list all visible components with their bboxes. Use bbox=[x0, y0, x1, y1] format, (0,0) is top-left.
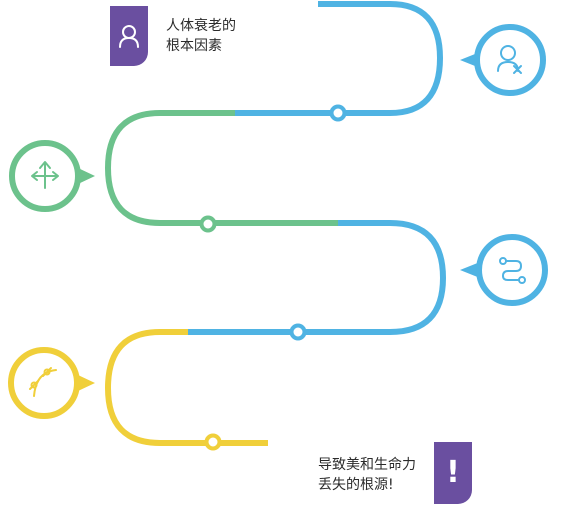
alert-icon: ! bbox=[446, 455, 460, 490]
road-segment-blue-middle bbox=[188, 220, 447, 335]
marker-arrows-split bbox=[9, 140, 95, 212]
road-segment-green bbox=[104, 110, 338, 226]
marker-curve-pen bbox=[8, 347, 95, 419]
person-icon bbox=[119, 25, 139, 48]
end-caption-line1: 导致美和生命力 bbox=[318, 457, 416, 473]
end-badge: ! bbox=[434, 442, 472, 504]
road-segment-yellow bbox=[104, 329, 268, 446]
end-caption-line2: 丢失的根源! bbox=[318, 477, 394, 493]
start-caption: 人体衰老的 根本因素 bbox=[166, 16, 236, 56]
arrows-split-icon bbox=[31, 161, 59, 189]
curve-pen-icon bbox=[29, 367, 57, 397]
start-badge bbox=[110, 6, 148, 66]
start-caption-line1: 人体衰老的 bbox=[166, 18, 236, 34]
start-caption-line2: 根本因素 bbox=[166, 38, 222, 54]
road-segment-blue-top bbox=[235, 1, 444, 116]
route-icon bbox=[499, 257, 526, 284]
marker-route bbox=[460, 234, 548, 306]
person-remove-icon bbox=[497, 45, 522, 74]
waypoint-dot-1 bbox=[329, 104, 347, 122]
end-caption: 导致美和生命力 丢失的根源! bbox=[318, 455, 416, 495]
waypoint-dot-2 bbox=[199, 215, 217, 233]
waypoint-dot-4 bbox=[204, 433, 222, 451]
waypoint-dot-3 bbox=[289, 323, 307, 341]
marker-person-remove bbox=[460, 24, 546, 96]
